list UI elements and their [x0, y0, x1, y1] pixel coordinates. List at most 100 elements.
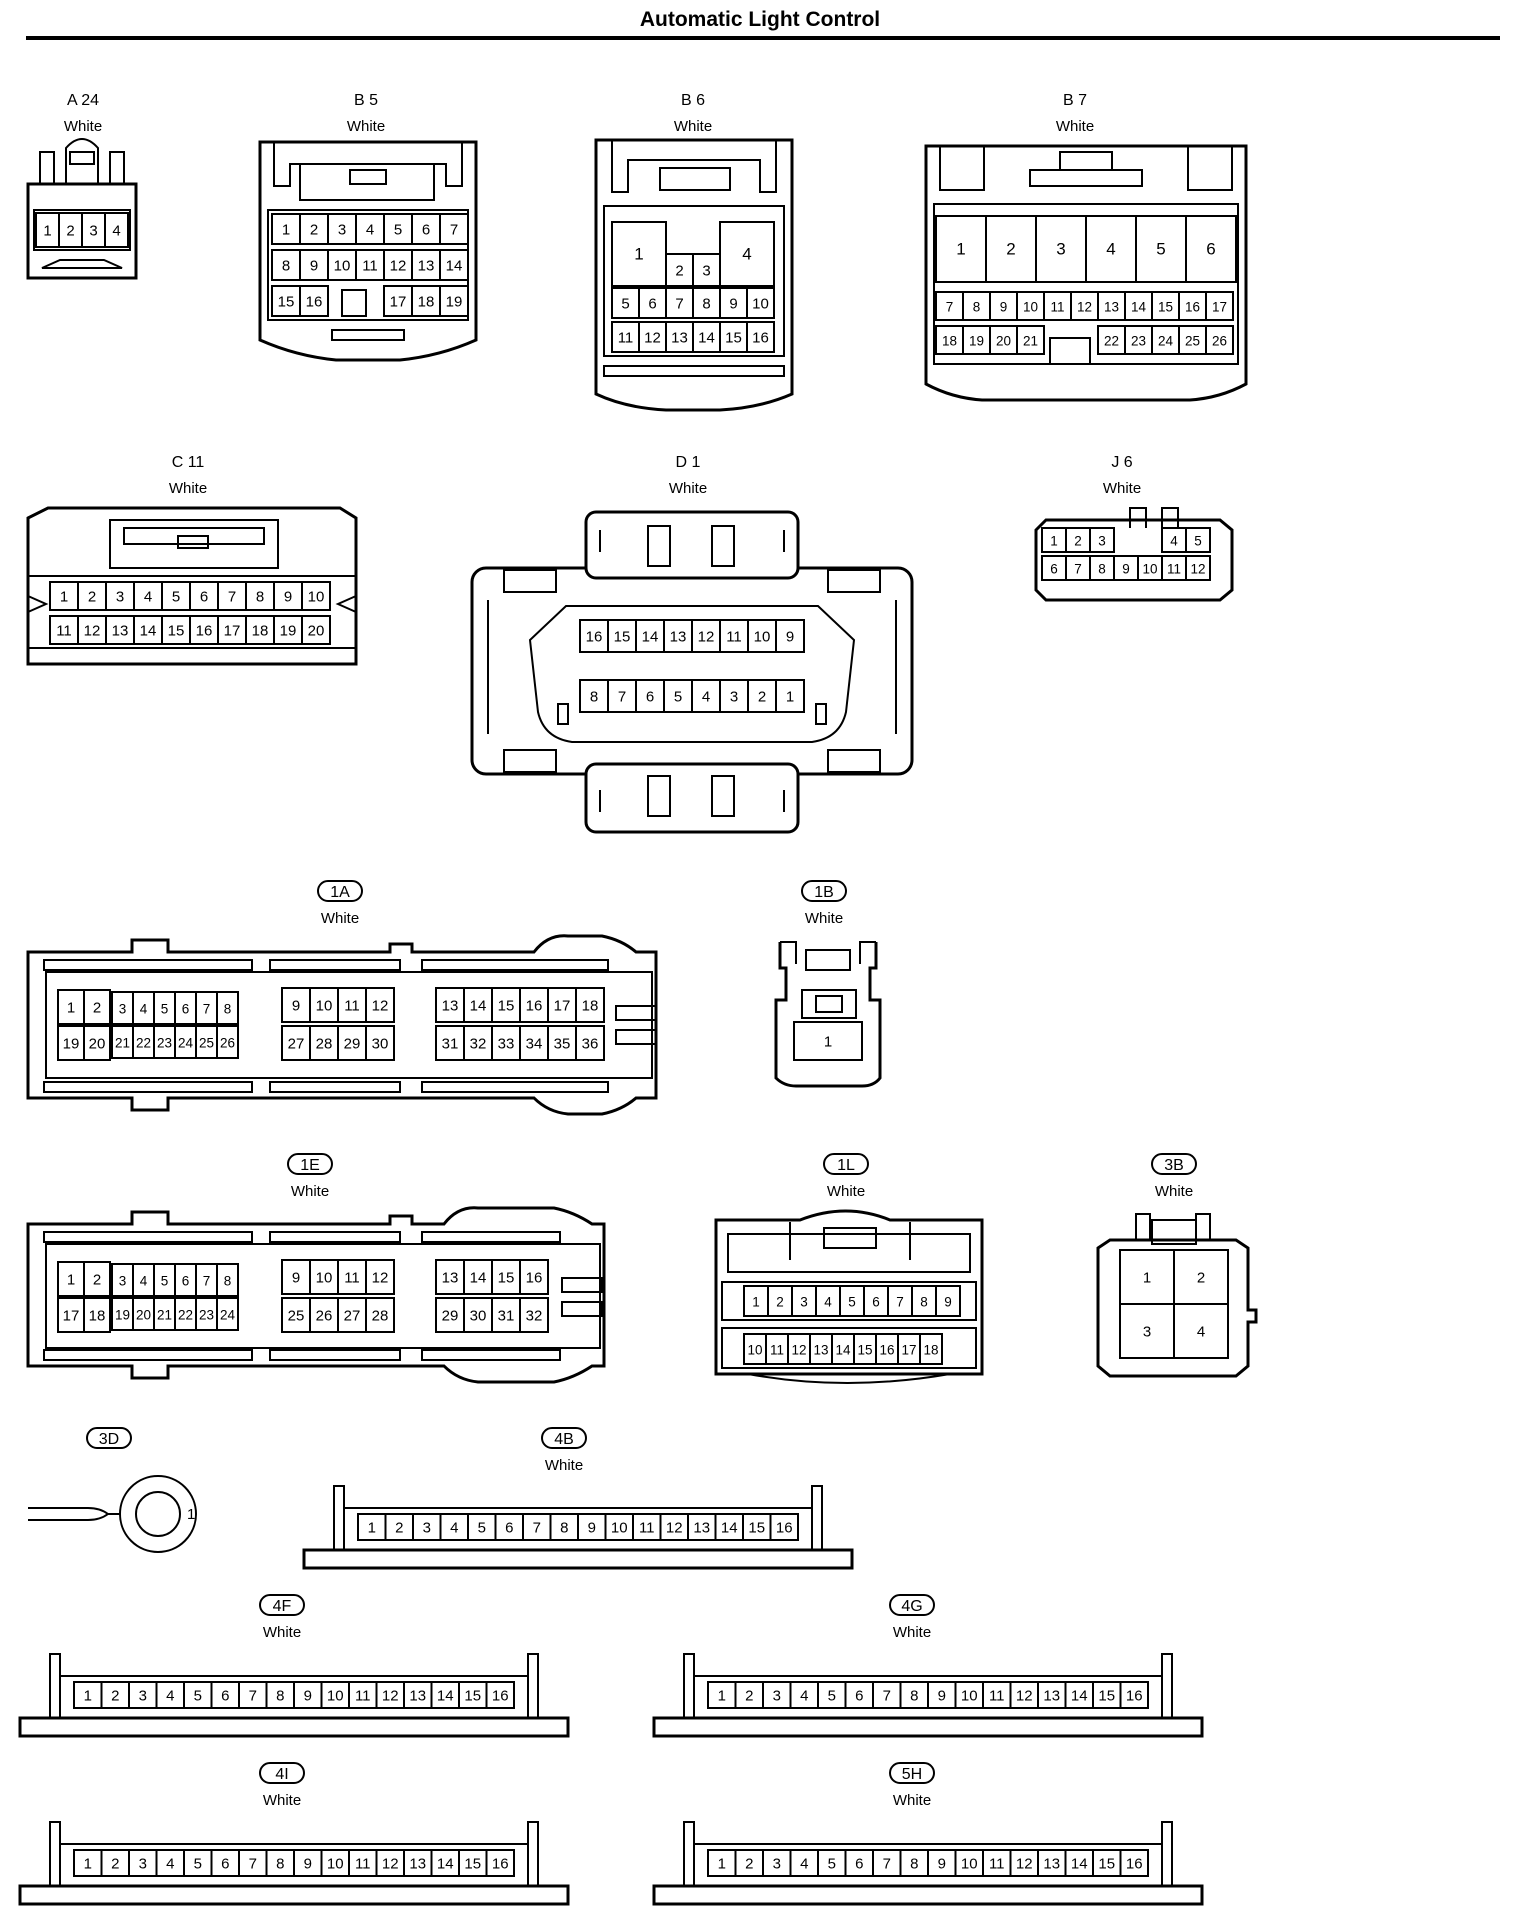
pin-number: 15 [1098, 1688, 1115, 1705]
connector-label-4b: 4B White [541, 1427, 587, 1474]
pin-number: 7 [946, 300, 954, 315]
connector-id: 4I [275, 1766, 288, 1783]
pin-number: 4 [1197, 1324, 1205, 1341]
pin-number: 27 [344, 1308, 361, 1325]
pin-number: 3 [773, 1856, 781, 1873]
pin-number: 13 [670, 629, 687, 646]
pin-number: 14 [437, 1856, 454, 1873]
pin-cell [439, 249, 469, 281]
terminal-number: 1 [187, 1506, 195, 1523]
pin-number: 5 [1194, 534, 1202, 549]
pin-number: 5 [674, 689, 682, 706]
connector-color: White [169, 480, 207, 497]
pin-number: 4 [140, 1002, 148, 1017]
pin-number: 7 [450, 222, 458, 239]
pin-number: 1 [84, 1856, 92, 1873]
pin-number: 9 [304, 1856, 312, 1873]
pin-number: 17 [554, 998, 571, 1015]
pin-number: 11 [1050, 300, 1064, 315]
pin-cell [216, 1297, 239, 1331]
pin-number: 13 [671, 330, 688, 347]
pin-cell [1173, 1303, 1229, 1359]
pin-number: 12 [372, 998, 389, 1015]
pin-number: 18 [418, 294, 435, 311]
pin-number: 1 [634, 245, 643, 264]
connector-label-4g: 4G White [889, 1594, 935, 1641]
connector-id: B 5 [354, 92, 378, 109]
connector-id: 1B [814, 884, 834, 901]
pin-cell [365, 1025, 395, 1061]
pin-number: 9 [729, 296, 737, 313]
pin-number: 10 [752, 296, 769, 313]
pin-number: 2 [66, 223, 74, 240]
pin-number: 3 [730, 689, 738, 706]
pin-number: 16 [1185, 300, 1200, 315]
pin-number: 13 [442, 1270, 459, 1287]
pin-number: 6 [1206, 240, 1215, 259]
pin-number: 3 [1056, 240, 1065, 259]
pin-number: 13 [1043, 1856, 1060, 1873]
pin-number: 19 [63, 1036, 80, 1053]
pin-number: 31 [498, 1308, 515, 1325]
pin-number: 3 [116, 589, 124, 606]
pin-cell [301, 581, 331, 611]
pin-number: 13 [442, 998, 459, 1015]
pin-cell [935, 1285, 961, 1317]
pin-number: 29 [442, 1308, 459, 1325]
pin-number: 2 [93, 1272, 101, 1289]
pin-number: 5 [828, 1856, 836, 1873]
pin-number: 1 [67, 1000, 75, 1017]
connector-id: 4F [273, 1598, 292, 1615]
pin-number: 2 [111, 1688, 119, 1705]
connector-label-c11: C 11 White [169, 454, 207, 497]
pin-number: 5 [194, 1688, 202, 1705]
pin-cell [301, 615, 331, 645]
connector-color: White [893, 1792, 931, 1809]
pin-number: 16 [879, 1343, 894, 1358]
pin-number: 10 [308, 589, 325, 606]
pin-number: 11 [56, 623, 72, 640]
pin-number: 24 [1158, 334, 1174, 349]
pin-number: 4 [450, 1520, 458, 1537]
pin-number: 12 [791, 1343, 806, 1358]
pin-number: 3 [89, 223, 97, 240]
pin-number: 16 [1126, 1856, 1143, 1873]
pin-number: 18 [89, 1308, 106, 1325]
connector-3d: 1 [28, 1475, 197, 1553]
pin-number: 22 [178, 1308, 193, 1323]
pin-number: 11 [770, 1343, 784, 1358]
pin-number: 7 [675, 296, 683, 313]
pin-cell [769, 1513, 799, 1541]
pin-number: 32 [526, 1308, 543, 1325]
pin-number: 15 [464, 1688, 481, 1705]
pin-number: 9 [310, 258, 318, 275]
pin-cell [1205, 291, 1234, 321]
pin-number: 19 [280, 623, 297, 640]
connector-label-d1: D 1 White [669, 454, 707, 497]
pin-number: 16 [752, 330, 769, 347]
pin-number: 4 [800, 1688, 808, 1705]
pin-number: 35 [554, 1036, 571, 1053]
pin-number: 9 [938, 1856, 946, 1873]
pin-number: 1 [60, 589, 68, 606]
strip-base [652, 1884, 1204, 1906]
connector-id: A 24 [67, 92, 99, 109]
pin-number: 6 [646, 689, 654, 706]
pin-number: 3 [1098, 534, 1106, 549]
pin-number: 14 [1071, 1688, 1088, 1705]
pin-number: 2 [1074, 534, 1082, 549]
connector-id: 3B [1164, 1157, 1184, 1174]
pin-cell [104, 212, 129, 248]
pin-cell [775, 619, 805, 653]
connector-color: White [64, 118, 102, 135]
pin-number: 5 [1156, 240, 1165, 259]
pin-number: 23 [1131, 334, 1146, 349]
pin-number: 23 [157, 1036, 172, 1051]
pin-number: 1 [67, 1272, 75, 1289]
pin-number: 2 [310, 222, 318, 239]
